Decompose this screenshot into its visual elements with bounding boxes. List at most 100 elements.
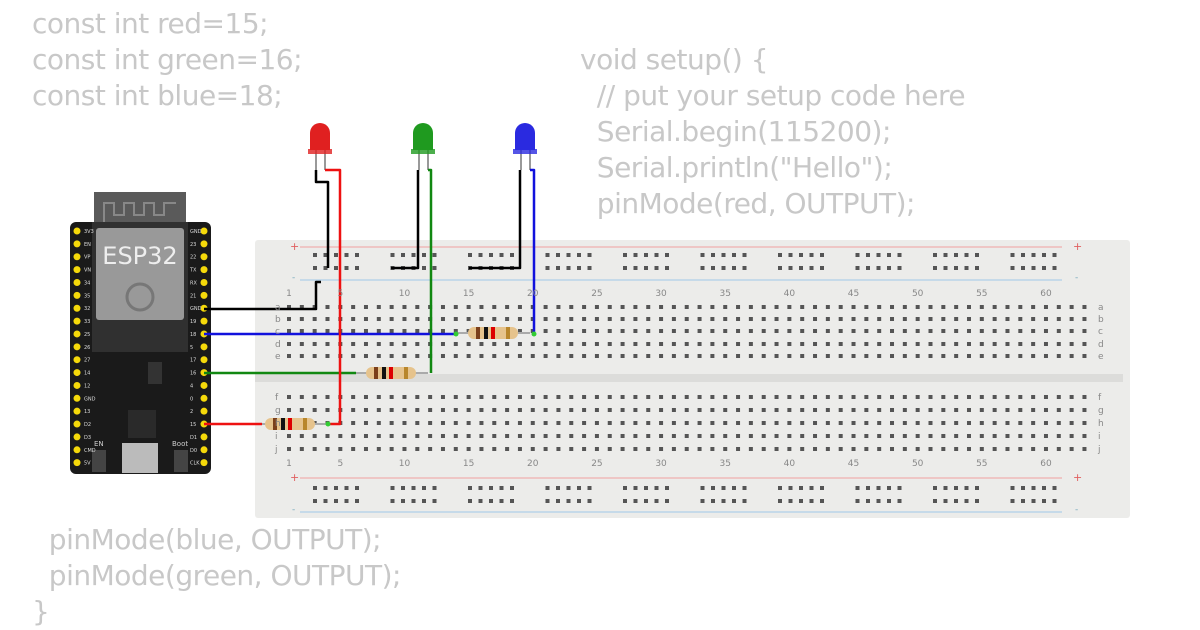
hole — [287, 329, 291, 333]
resistor-red[interactable] — [253, 418, 327, 430]
hole — [684, 408, 689, 412]
rail-hole — [468, 253, 472, 257]
hole — [941, 342, 946, 346]
hole — [1043, 317, 1048, 321]
pin-26[interactable] — [73, 343, 81, 351]
pin-CLK[interactable] — [200, 459, 208, 467]
pin-22[interactable] — [200, 253, 208, 261]
pin-25[interactable] — [73, 330, 81, 338]
pin-27[interactable] — [73, 356, 81, 364]
rail-hole — [390, 499, 395, 503]
hole — [787, 305, 792, 309]
row-label: d — [275, 340, 281, 350]
pin-VP[interactable] — [73, 253, 81, 261]
pin-EN[interactable] — [73, 240, 81, 248]
pin-label: 21 — [190, 293, 196, 299]
pin-D2[interactable] — [73, 420, 81, 428]
pin-5[interactable] — [200, 343, 208, 351]
row-label: e — [1098, 352, 1104, 362]
pin-34[interactable] — [73, 278, 81, 286]
hole — [659, 447, 664, 451]
pin-D3[interactable] — [73, 433, 81, 441]
hole — [954, 408, 959, 412]
hole — [530, 447, 535, 451]
led-green[interactable] — [411, 123, 435, 170]
pin-label: 26 — [84, 345, 90, 351]
hole — [402, 329, 407, 333]
pin-2[interactable] — [200, 407, 208, 415]
pin-4[interactable] — [200, 381, 208, 389]
pin-TX[interactable] — [200, 266, 208, 274]
hole — [440, 395, 445, 399]
hole — [902, 421, 907, 425]
hole — [1056, 305, 1061, 309]
hole — [1056, 329, 1061, 333]
pin-5V[interactable] — [73, 459, 81, 467]
pin-13[interactable] — [73, 407, 81, 415]
pin-RX[interactable] — [200, 278, 208, 286]
en-button[interactable] — [92, 450, 106, 472]
pin-19[interactable] — [200, 317, 208, 325]
hole — [389, 447, 394, 451]
pin-17[interactable] — [200, 356, 208, 364]
pin-3V3[interactable] — [73, 227, 81, 235]
hole — [748, 317, 753, 321]
boot-button[interactable] — [174, 450, 188, 472]
hole — [941, 421, 946, 425]
hole — [505, 447, 510, 451]
pin-35[interactable] — [73, 291, 81, 299]
resistor-blue[interactable] — [456, 327, 530, 339]
resistor-green[interactable] — [354, 367, 428, 379]
hole — [299, 434, 304, 438]
pin-12[interactable] — [73, 381, 81, 389]
hole — [1031, 354, 1036, 358]
hole — [325, 354, 330, 358]
pin-label: D2 — [84, 422, 91, 428]
hole — [851, 447, 856, 451]
hole — [710, 305, 715, 309]
pin-CMD[interactable] — [73, 446, 81, 454]
hole — [748, 434, 753, 438]
rail-hole — [1021, 499, 1025, 503]
pin-33[interactable] — [73, 317, 81, 325]
pin-14[interactable] — [73, 369, 81, 377]
pin-D0[interactable] — [200, 446, 208, 454]
hole — [864, 395, 869, 399]
pin-32[interactable] — [73, 304, 81, 312]
hole — [594, 305, 599, 309]
hole — [415, 434, 420, 438]
rail-hole — [644, 253, 648, 257]
rail-hole — [897, 266, 902, 270]
hole — [1018, 408, 1023, 412]
pin-D1[interactable] — [200, 433, 208, 441]
pin-GND[interactable] — [73, 394, 81, 402]
rail-hole — [732, 486, 736, 490]
hole — [736, 329, 741, 333]
hole — [351, 434, 356, 438]
rail-hole — [887, 499, 891, 503]
pin-label: CLK — [190, 461, 200, 467]
pin-GND[interactable] — [200, 227, 208, 235]
hole — [530, 395, 535, 399]
pin-VN[interactable] — [73, 266, 81, 274]
hole — [363, 317, 368, 321]
pin-21[interactable] — [200, 291, 208, 299]
hole — [928, 317, 933, 321]
column-number: 10 — [399, 289, 411, 299]
rail-hole — [1010, 253, 1015, 257]
hole — [466, 395, 471, 399]
column-number: 45 — [848, 459, 859, 469]
led-red[interactable] — [308, 123, 332, 170]
pin-23[interactable] — [200, 240, 208, 248]
hole — [761, 395, 766, 399]
hole — [363, 408, 368, 412]
hole — [1031, 317, 1036, 321]
led-blue[interactable] — [513, 123, 537, 170]
pin-0[interactable] — [200, 394, 208, 402]
hole — [428, 395, 433, 399]
hole — [825, 329, 830, 333]
hole — [287, 317, 291, 321]
rail-hole — [1031, 266, 1036, 270]
